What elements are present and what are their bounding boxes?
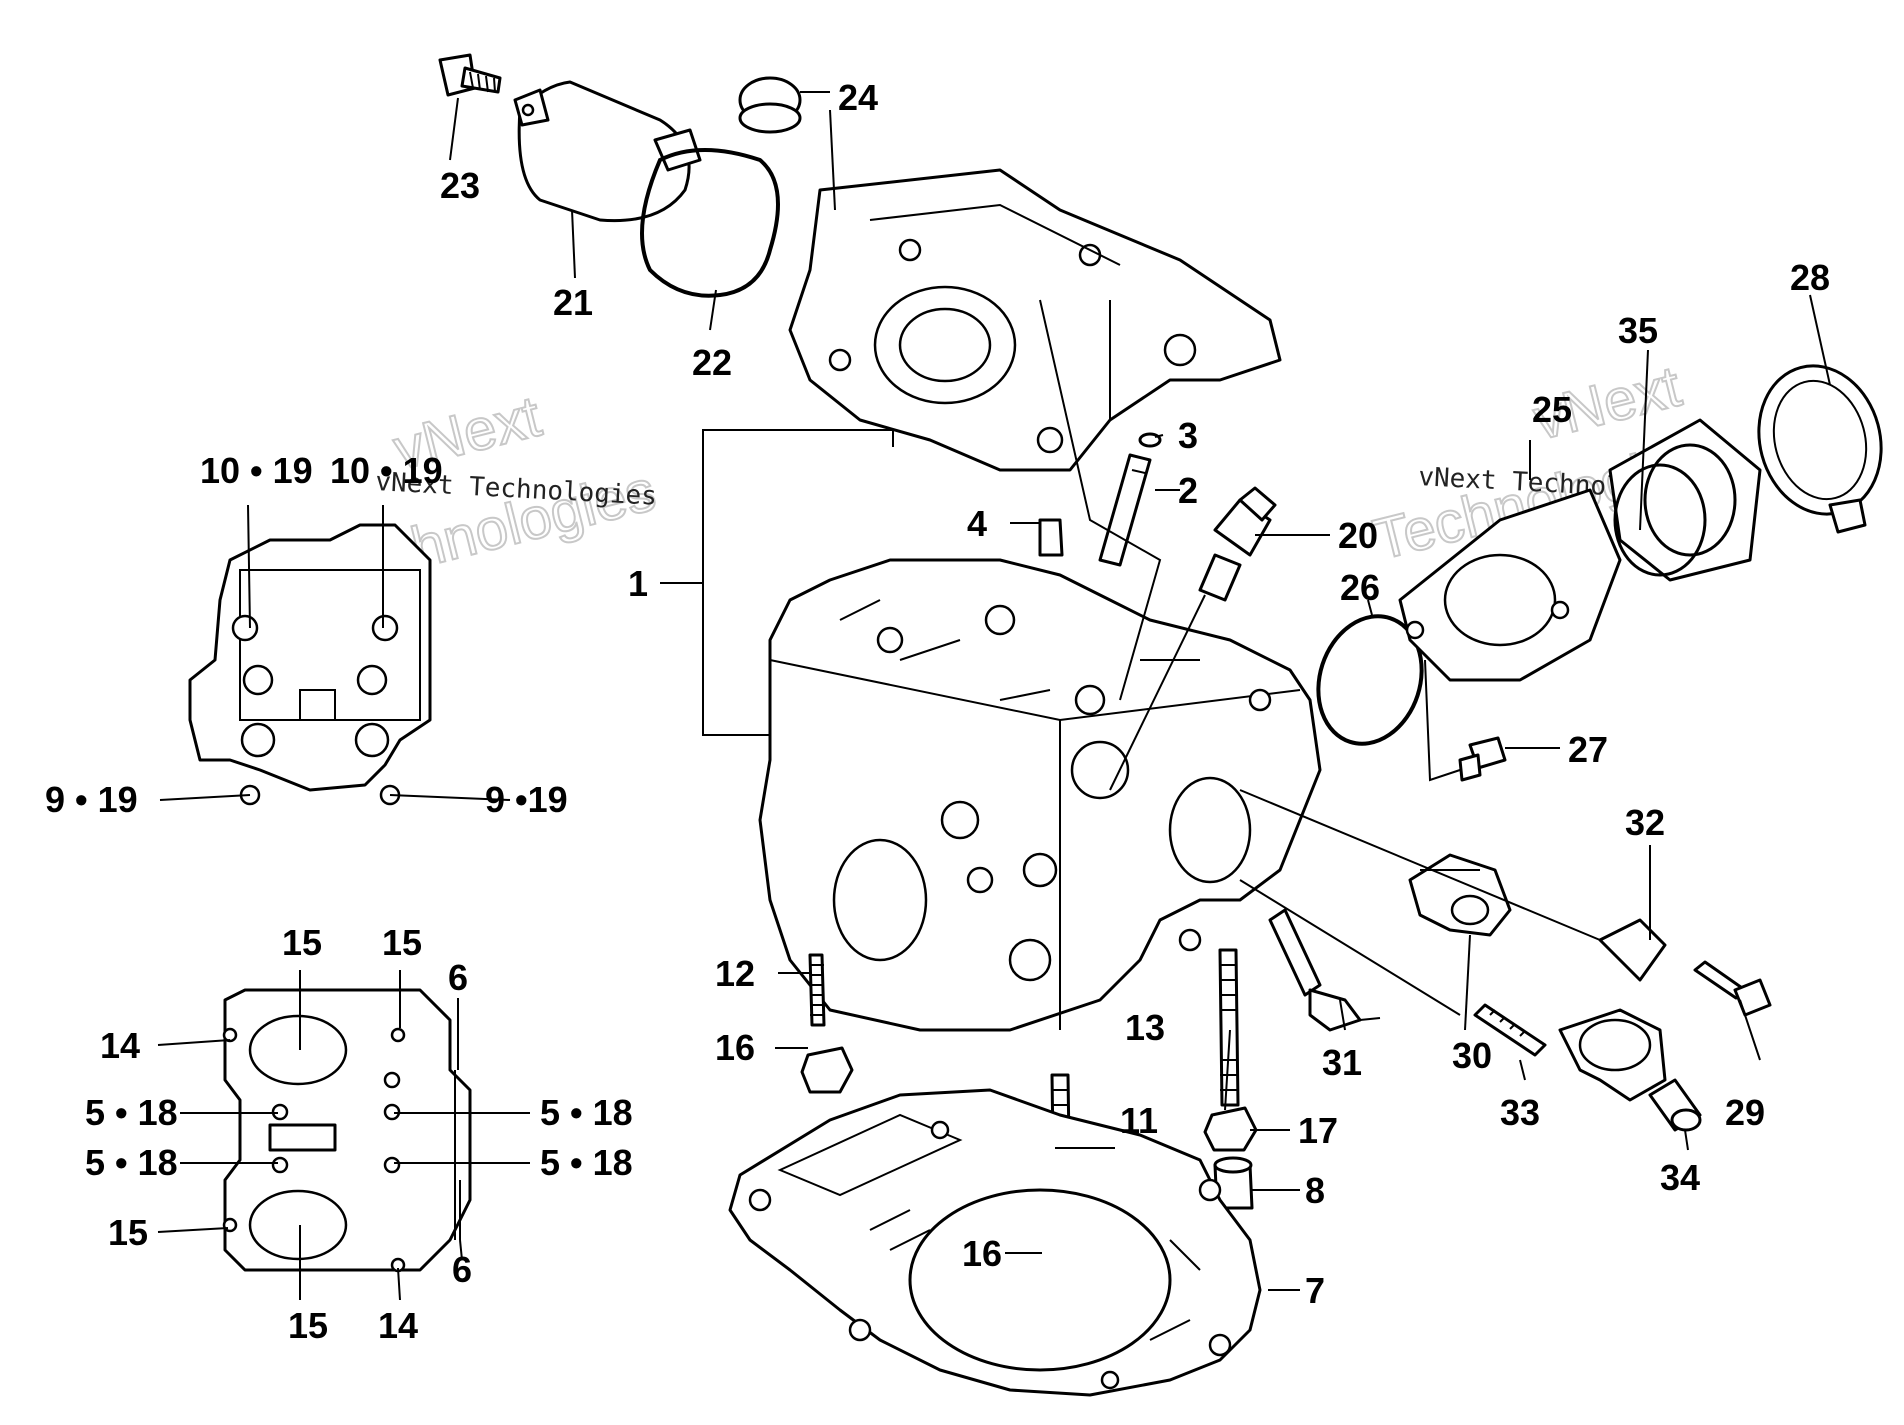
- dowel: [1038, 518, 1064, 557]
- label-35: 35: [1618, 310, 1658, 351]
- label-15: 15: [282, 922, 322, 963]
- label-32: 32: [1625, 802, 1665, 843]
- label-5-18: 5 • 18: [540, 1092, 633, 1133]
- label-29: 29: [1725, 1092, 1765, 1133]
- label-31: 31: [1322, 1042, 1362, 1083]
- cap-gasket: [640, 148, 780, 298]
- label-15: 15: [108, 1212, 148, 1253]
- label-10-19: 10 • 19: [330, 450, 443, 491]
- label-11: 11: [1120, 1100, 1158, 1141]
- callout-labels: 23 21 22 24 3 2 4 1 20 26 25 35 28 27 32…: [45, 77, 1830, 1346]
- label-5-18: 5 • 18: [85, 1092, 178, 1133]
- label-2: 2: [1178, 470, 1198, 511]
- plug: [738, 76, 802, 134]
- label-33: 33: [1500, 1092, 1540, 1133]
- inspection-cap: [513, 80, 702, 223]
- label-14: 14: [378, 1305, 418, 1346]
- hose-clamp: [1757, 364, 1883, 534]
- label-16: 16: [715, 1027, 755, 1068]
- inset-head-bottomview: [222, 988, 472, 1273]
- label-27: 27: [1568, 729, 1608, 770]
- flange-nut: [800, 1046, 854, 1094]
- label-9-19: 9 •19: [485, 779, 568, 820]
- label-21: 21: [553, 282, 593, 323]
- label-15: 15: [382, 922, 422, 963]
- label-14: 14: [100, 1025, 140, 1066]
- stud-short: [808, 953, 826, 1027]
- label-13: 13: [1125, 1007, 1165, 1048]
- label-6: 6: [448, 957, 468, 998]
- flange-nut: [1203, 1106, 1258, 1152]
- label-10-19: 10 • 19: [200, 450, 313, 491]
- valve-cover: [788, 168, 1282, 472]
- label-23: 23: [440, 165, 480, 206]
- label-4: 4: [967, 503, 987, 544]
- intake-flange: [1398, 488, 1622, 682]
- label-12: 12: [715, 953, 755, 994]
- temperature-sensor: [1268, 908, 1381, 1032]
- label-8: 8: [1305, 1170, 1325, 1211]
- label-17: 17: [1298, 1110, 1338, 1151]
- label-16: 16: [962, 1233, 1002, 1274]
- label-15: 15: [288, 1305, 328, 1346]
- label-7: 7: [1305, 1270, 1325, 1311]
- label-6: 6: [452, 1249, 472, 1290]
- screw: [1458, 736, 1507, 782]
- label-5-18: 5 • 18: [540, 1142, 633, 1183]
- valve-stem: [1098, 453, 1152, 567]
- label-3: 3: [1178, 415, 1198, 456]
- label-26: 26: [1340, 567, 1380, 608]
- intake-sleeve: [1608, 418, 1762, 582]
- label-9-19: 9 • 19: [45, 779, 138, 820]
- label-34: 34: [1660, 1157, 1700, 1198]
- spark-plug: [1109, 486, 1277, 791]
- label-28: 28: [1790, 257, 1830, 298]
- label-22: 22: [692, 342, 732, 383]
- label-25: 25: [1532, 389, 1572, 430]
- label-5-18: 5 • 18: [85, 1142, 178, 1183]
- o-ring-gasket: [1316, 614, 1424, 746]
- stud-long: [1218, 948, 1240, 1107]
- label-1: 1: [628, 563, 648, 604]
- dowel-pin: [1213, 1156, 1254, 1210]
- bolt: [438, 53, 502, 97]
- water-outlet-housing: [1558, 918, 1667, 1102]
- label-30: 30: [1452, 1035, 1492, 1076]
- leader-lines: [157, 91, 1831, 1301]
- label-20: 20: [1338, 515, 1378, 556]
- cylinder-head: [758, 558, 1322, 1032]
- label-24: 24: [838, 77, 878, 118]
- bushing: [1648, 1078, 1702, 1132]
- inset-cover-topview: [188, 523, 432, 806]
- stud: [1473, 1003, 1547, 1057]
- bolt-flanged: [1693, 960, 1772, 1017]
- head-gasket: [728, 1088, 1262, 1397]
- thermostat: [1408, 853, 1512, 937]
